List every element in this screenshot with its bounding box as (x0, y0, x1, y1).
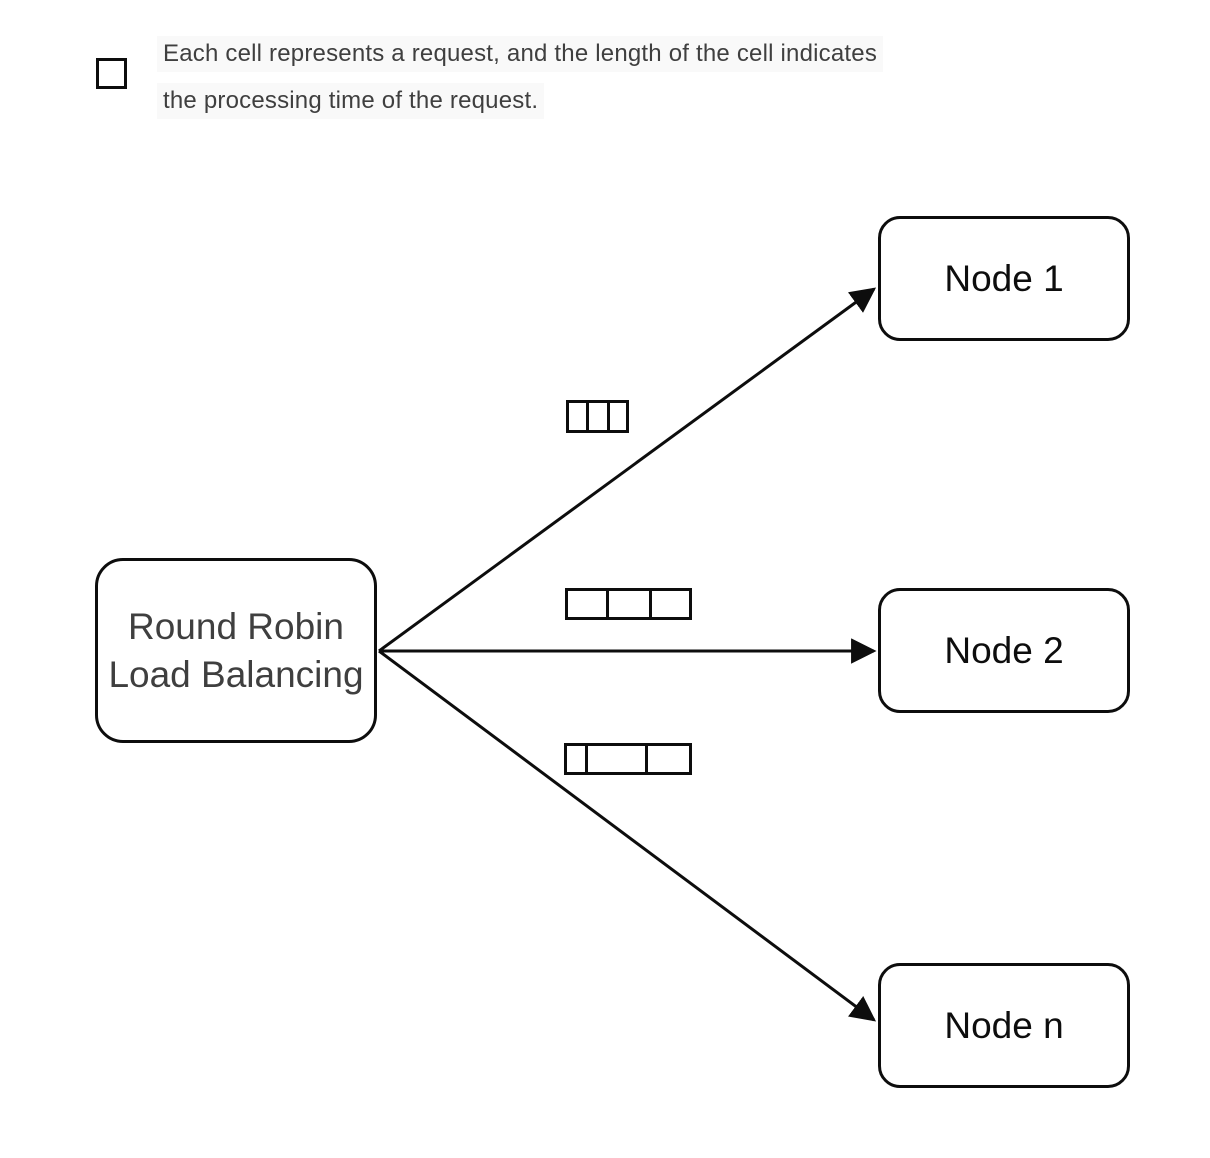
request-cell (606, 591, 649, 617)
legend-line-1: Each cell represents a request, and the … (157, 36, 884, 72)
legend-line-2-text: the processing time of the request. (157, 83, 545, 119)
node-2-label: Node 2 (944, 629, 1064, 671)
legend-line-1-text: Each cell represents a request, and the … (157, 36, 884, 72)
request-cell (648, 591, 689, 617)
arrow-to-node-n (378, 649, 877, 1022)
request-cells-to-node-1 (566, 400, 629, 433)
request-cell (586, 403, 607, 430)
request-cell (568, 591, 607, 617)
load-balancer-box: Round Robin Load Balancing (95, 558, 377, 743)
cell-square-icon (96, 58, 127, 89)
legend-line-2: the processing time of the request. (157, 83, 883, 119)
request-cell (569, 403, 586, 430)
load-balancer-label-line-1: Round Robin (128, 605, 344, 647)
node-2-box: Node 2 (878, 588, 1130, 713)
request-cell (645, 746, 689, 772)
node-n-box: Node n (878, 963, 1130, 1088)
request-cell (606, 403, 626, 430)
request-cell (567, 746, 586, 772)
legend-caption: Each cell represents a request, and the … (157, 36, 884, 130)
request-cells-to-node-n (564, 743, 692, 775)
node-n-label: Node n (944, 1004, 1064, 1046)
node-1-label: Node 1 (944, 257, 1064, 299)
load-balancer-label-line-2: Load Balancing (108, 653, 364, 695)
request-cells-to-node-2 (565, 588, 692, 620)
load-balancer-label: Round Robin Load Balancing (108, 603, 363, 699)
node-1-box: Node 1 (878, 216, 1130, 341)
request-cell (585, 746, 646, 772)
